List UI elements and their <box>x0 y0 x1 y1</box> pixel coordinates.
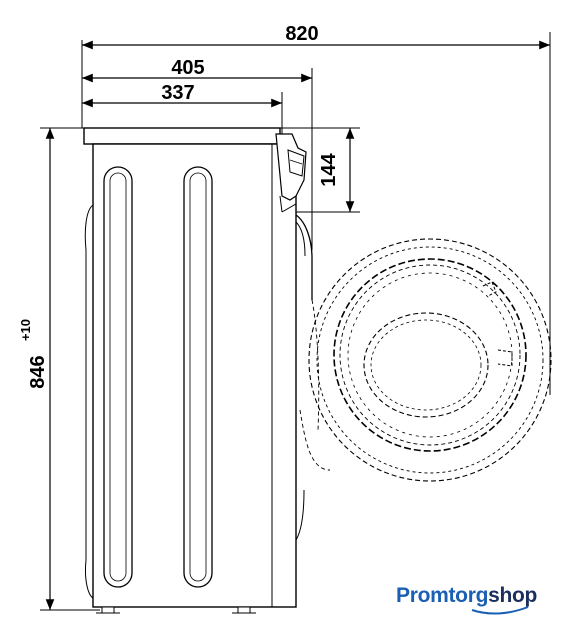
dimension-820: 820 <box>81 23 551 395</box>
dimension-label-337: 337 <box>161 82 194 104</box>
dimension-144: 144 <box>280 127 360 213</box>
dimension-405: 405 <box>82 57 313 250</box>
dimension-tolerance-label: +10 <box>18 319 33 341</box>
door-opening-circle <box>299 238 552 482</box>
dimension-label-820: 820 <box>285 23 318 45</box>
dimension-846: 846 +10 <box>18 127 100 611</box>
promtorgshop-logo: Promtorgshop <box>396 584 537 608</box>
machine-body <box>83 127 297 614</box>
side-panel-grooves <box>103 166 213 588</box>
dimension-label-846: 846 <box>27 355 49 388</box>
dimension-337: 337 <box>82 82 283 128</box>
logo-suffix-text: shop <box>488 584 538 607</box>
control-knob <box>275 133 307 213</box>
logo-swoosh-icon <box>471 606 529 615</box>
dimension-label-144: 144 <box>318 152 340 186</box>
door-profile <box>295 214 313 541</box>
dimension-label-405: 405 <box>171 57 204 79</box>
logo-brand-text: Promtorg <box>396 584 489 607</box>
